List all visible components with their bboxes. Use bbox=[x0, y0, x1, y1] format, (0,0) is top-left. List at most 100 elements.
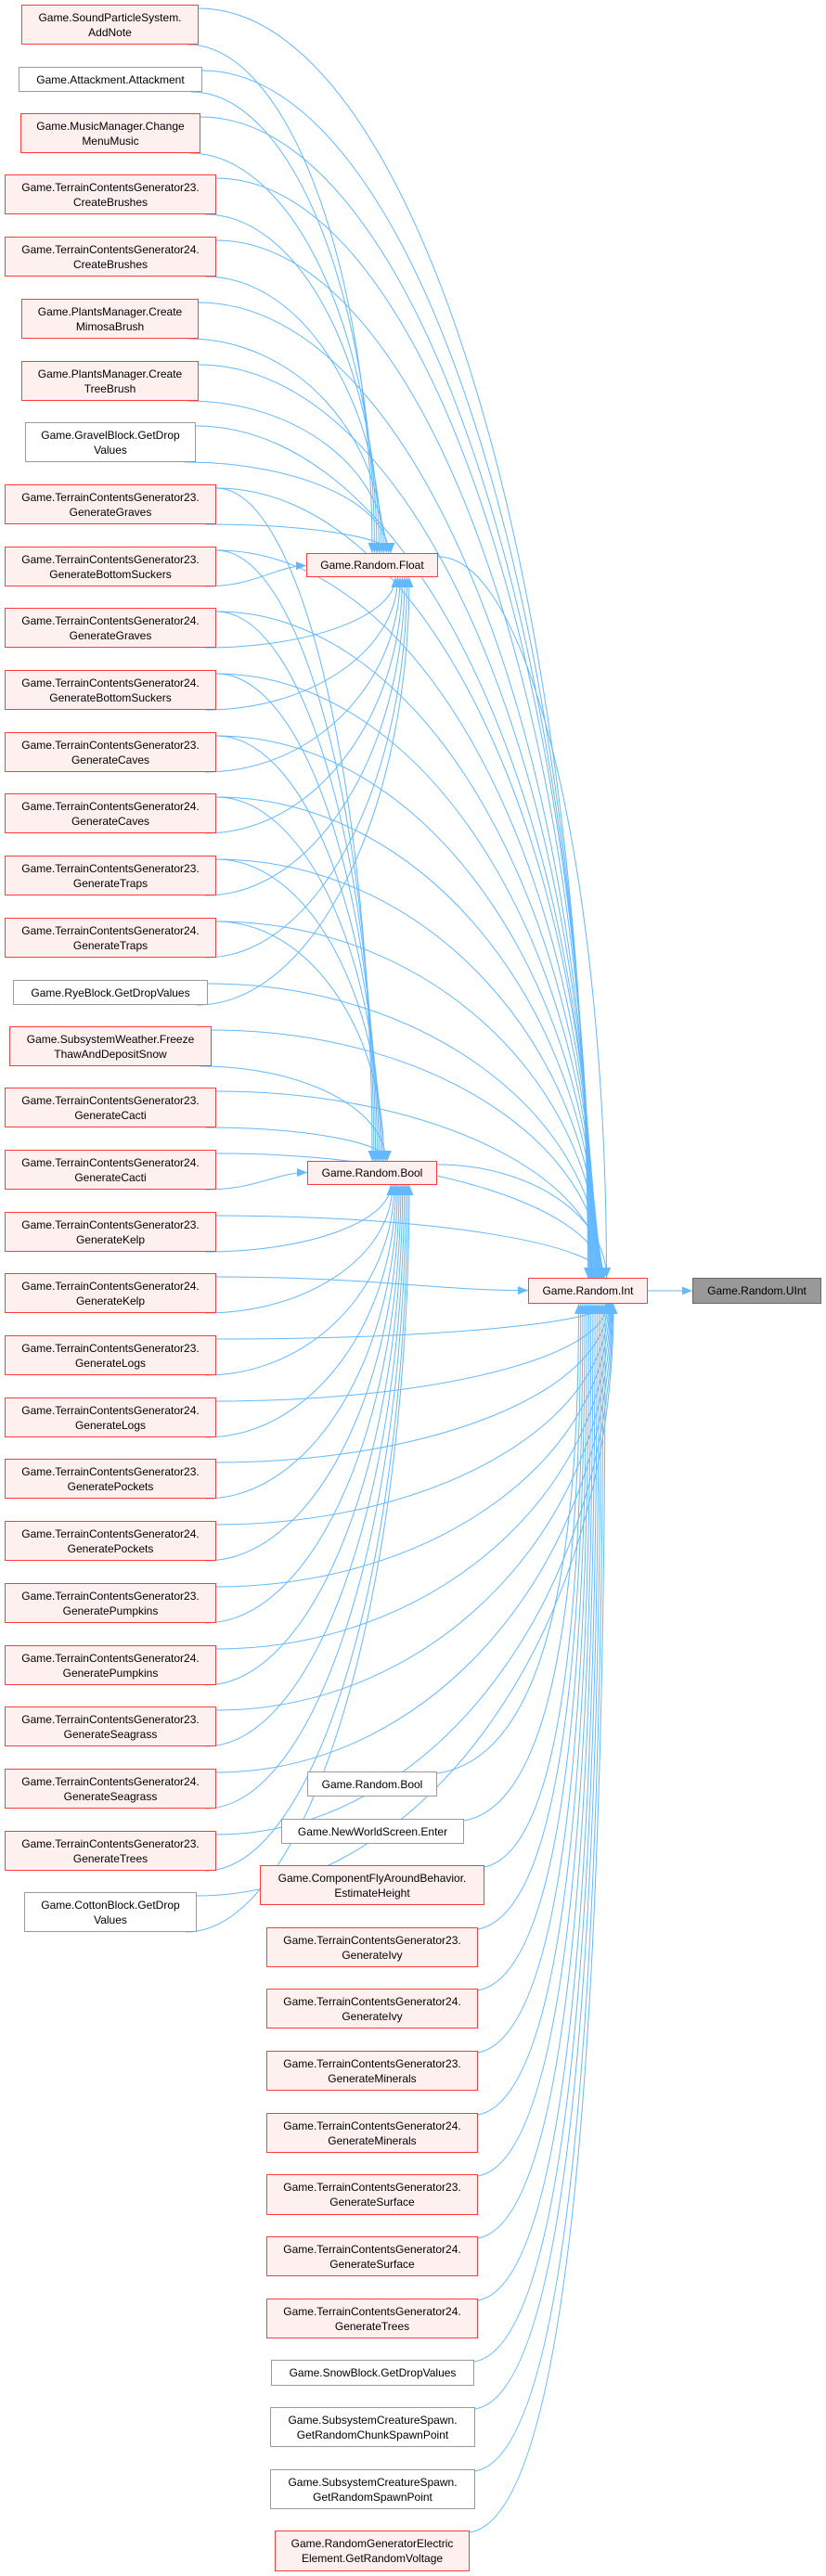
arrowhead-icon bbox=[386, 543, 395, 553]
caller-node[interactable]: Game.MusicManager.Change MenuMusic bbox=[20, 113, 200, 153]
caller-node[interactable]: Game.SoundParticleSystem. AddNote bbox=[21, 5, 199, 45]
call-edge bbox=[469, 1303, 606, 2533]
caller-node[interactable]: Game.TerrainContentsGenerator23. Generat… bbox=[5, 484, 216, 524]
call-edge bbox=[198, 364, 594, 1279]
arrowhead-icon bbox=[600, 1304, 610, 1314]
call-edge bbox=[215, 921, 601, 1279]
caller-node[interactable]: Game.TerrainContentsGenerator23. Generat… bbox=[266, 1927, 478, 1967]
caller-node[interactable]: Game.TerrainContentsGenerator24. CreateB… bbox=[5, 237, 216, 277]
call-edge bbox=[215, 1303, 611, 1650]
call-edge bbox=[436, 1303, 579, 1774]
call-edge bbox=[215, 1215, 605, 1279]
caller-node[interactable]: Game.TerrainContentsGenerator23. Generat… bbox=[5, 1212, 216, 1252]
caller-node[interactable]: Game.TerrainContentsGenerator24. Generat… bbox=[5, 670, 216, 710]
caller-node[interactable]: Game.TerrainContentsGenerator24. Generat… bbox=[266, 2236, 478, 2276]
call-edge bbox=[473, 1303, 600, 2363]
call-edge bbox=[215, 487, 373, 1162]
random-float-node[interactable]: Game.Random.Float bbox=[306, 553, 438, 577]
caller-node[interactable]: Game.SubsystemWeather.Freeze ThawAndDepo… bbox=[9, 1026, 212, 1066]
call-edge bbox=[204, 276, 382, 554]
call-edge bbox=[200, 116, 590, 1279]
call-edge bbox=[198, 302, 593, 1279]
caller-node[interactable]: Game.SubsystemCreatureSpawn. GetRandomSp… bbox=[270, 2469, 475, 2509]
caller-node[interactable]: Game.RyeBlock.GetDropValues bbox=[13, 980, 208, 1005]
call-edge bbox=[477, 1303, 589, 2054]
call-edge bbox=[215, 1303, 613, 1835]
caller-node[interactable]: Game.TerrainContentsGenerator24. Generat… bbox=[5, 793, 216, 833]
caller-node[interactable]: Game.SnowBlock.GetDropValues bbox=[271, 2360, 474, 2386]
call-edge bbox=[187, 400, 387, 554]
call-edge bbox=[204, 1184, 404, 1686]
caller-node[interactable]: Game.TerrainContentsGenerator24. Generat… bbox=[5, 1273, 216, 1313]
call-edge bbox=[185, 1184, 410, 1933]
call-edge bbox=[204, 1184, 406, 1747]
caller-node[interactable]: Game.TerrainContentsGenerator23. Generat… bbox=[5, 732, 216, 772]
caller-node[interactable]: Game.TerrainContentsGenerator24. Generat… bbox=[5, 608, 216, 648]
caller-node[interactable]: Game.TerrainContentsGenerator24. Generat… bbox=[5, 1769, 216, 1809]
caller-node[interactable]: Game.NewWorldScreen.Enter bbox=[281, 1819, 464, 1844]
caller-node[interactable]: Game.Random.Bool bbox=[307, 1771, 437, 1797]
caller-node[interactable]: Game.TerrainContentsGenerator23. CreateB… bbox=[5, 174, 216, 214]
caller-node[interactable]: Game.SubsystemCreatureSpawn. GetRandomCh… bbox=[270, 2407, 475, 2447]
caller-node[interactable]: Game.TerrainContentsGenerator23. Generat… bbox=[5, 1335, 216, 1375]
call-edge bbox=[204, 1172, 308, 1191]
call-edge bbox=[215, 858, 383, 1162]
caller-node[interactable]: Game.TerrainContentsGenerator23. Generat… bbox=[5, 1831, 216, 1871]
caller-node[interactable]: Game.TerrainContentsGenerator23. Generat… bbox=[5, 1088, 216, 1127]
arrowhead-icon bbox=[405, 577, 414, 587]
caller-node[interactable]: Game.CottonBlock.GetDrop Values bbox=[24, 1892, 197, 1932]
call-edge bbox=[215, 673, 598, 1279]
call-edge bbox=[204, 1184, 395, 1376]
call-edge bbox=[215, 1303, 611, 1588]
call-edge bbox=[215, 1276, 529, 1292]
caller-node[interactable]: Game.TerrainContentsGenerator23. Generat… bbox=[5, 856, 216, 895]
call-edge bbox=[204, 1184, 392, 1253]
caller-node[interactable]: Game.PlantsManager.Create MimosaBrush bbox=[21, 299, 199, 339]
caller-node[interactable]: Game.TerrainContentsGenerator23. Generat… bbox=[5, 1583, 216, 1623]
caller-node[interactable]: Game.ComponentFlyAroundBehavior. Estimat… bbox=[260, 1865, 484, 1905]
call-edge bbox=[187, 338, 384, 554]
call-edge bbox=[215, 858, 600, 1279]
caller-node[interactable]: Game.TerrainContentsGenerator23. Generat… bbox=[266, 2051, 478, 2091]
caller-node[interactable]: Game.TerrainContentsGenerator24. Generat… bbox=[5, 918, 216, 958]
call-edge bbox=[204, 576, 407, 959]
random-bool-node[interactable]: Game.Random.Bool bbox=[307, 1161, 437, 1185]
caller-node[interactable]: Game.TerrainContentsGenerator23. Generat… bbox=[266, 2174, 478, 2215]
caller-node[interactable]: Game.TerrainContentsGenerator24. Generat… bbox=[266, 2113, 478, 2153]
caller-node[interactable]: Game.TerrainContentsGenerator23. Generat… bbox=[5, 1707, 216, 1746]
call-edge bbox=[215, 796, 381, 1162]
caller-node[interactable]: Game.RandomGeneratorElectric Element.Get… bbox=[275, 2531, 470, 2571]
call-edge bbox=[204, 576, 401, 773]
call-edge bbox=[474, 1303, 602, 2410]
call-edge bbox=[204, 1184, 400, 1562]
caller-node[interactable]: Game.TerrainContentsGenerator24. Generat… bbox=[5, 1397, 216, 1437]
random-uint-node[interactable]: Game.Random.UInt bbox=[692, 1278, 821, 1304]
caller-node[interactable]: Game.TerrainContentsGenerator24. Generat… bbox=[5, 1645, 216, 1685]
call-edge bbox=[204, 1184, 398, 1500]
caller-node[interactable]: Game.TerrainContentsGenerator24. Generat… bbox=[5, 1150, 216, 1190]
caller-node[interactable]: Game.TerrainContentsGenerator23. Generat… bbox=[5, 547, 216, 586]
call-edge bbox=[215, 921, 385, 1162]
call-edge bbox=[215, 611, 597, 1279]
call-edge bbox=[204, 1184, 396, 1438]
call-edge bbox=[196, 1303, 614, 1897]
caller-node[interactable]: Game.TerrainContentsGenerator24. Generat… bbox=[266, 1989, 478, 2029]
random-int-node[interactable]: Game.Random.Int bbox=[528, 1278, 648, 1304]
caller-node[interactable]: Game.Attackment.Attackment bbox=[19, 67, 202, 92]
caller-node[interactable]: Game.TerrainContentsGenerator24. Generat… bbox=[5, 1521, 216, 1561]
caller-node[interactable]: Game.PlantsManager.Create TreeBrush bbox=[21, 361, 199, 401]
call-edge bbox=[215, 239, 592, 1279]
call-edge bbox=[204, 1127, 388, 1162]
call-edge bbox=[215, 735, 599, 1279]
call-edge bbox=[196, 576, 410, 1006]
call-edge bbox=[437, 556, 607, 1279]
caller-node[interactable]: Game.GravelBlock.GetDrop Values bbox=[25, 422, 196, 462]
arrowhead-icon bbox=[518, 1286, 528, 1295]
call-edge bbox=[188, 152, 378, 554]
caller-node[interactable]: Game.TerrainContentsGenerator24. Generat… bbox=[266, 2299, 478, 2338]
caller-node[interactable]: Game.TerrainContentsGenerator23. Generat… bbox=[5, 1459, 216, 1499]
call-edge bbox=[215, 1303, 608, 1402]
call-edge bbox=[477, 1303, 586, 1930]
call-edge bbox=[215, 1303, 612, 1711]
